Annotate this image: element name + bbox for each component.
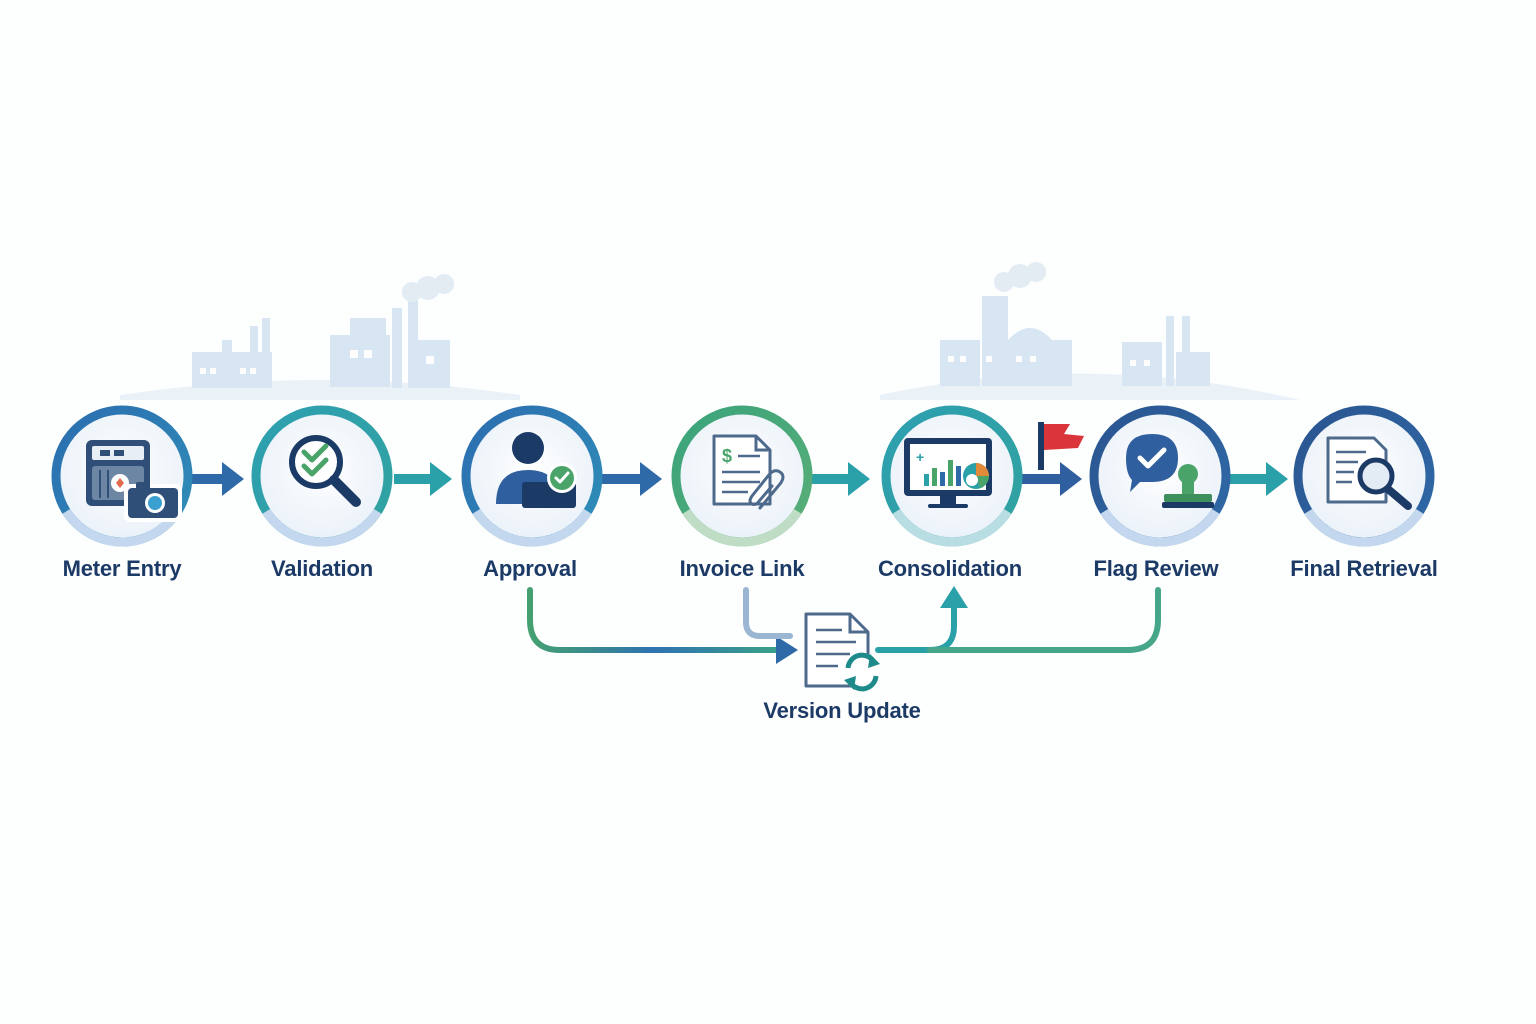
user-approve-icon bbox=[496, 432, 577, 508]
arrow-approval-to-invoice bbox=[602, 462, 662, 496]
step-nodes bbox=[51, 405, 1435, 547]
step-node-ring-lower-arc bbox=[262, 508, 382, 547]
branch-to-consolidation bbox=[875, 603, 957, 653]
step-label-validation: Validation bbox=[271, 556, 373, 581]
arrow-consolidation-to-flag bbox=[1020, 462, 1082, 496]
red-flag-icon bbox=[1038, 422, 1084, 470]
branch-arrowhead-to-version bbox=[776, 636, 798, 664]
step-node-ring-lower-arc bbox=[892, 508, 1012, 547]
document-search-icon bbox=[1326, 436, 1412, 510]
step-label-invoice-link: Invoice Link bbox=[679, 556, 805, 581]
branch-label-version-update: Version Update bbox=[763, 698, 921, 723]
document-sync-icon bbox=[804, 612, 880, 692]
svg-text:$: $ bbox=[722, 446, 732, 466]
arrow-meter-to-validation bbox=[186, 462, 244, 496]
step-label-approval: Approval bbox=[483, 556, 577, 581]
step-label-flag-review: Flag Review bbox=[1093, 556, 1219, 581]
branch-from-flag-review bbox=[927, 587, 1161, 653]
dashboard-monitor-icon: + bbox=[904, 438, 992, 508]
arrow-validation-to-approval bbox=[394, 462, 452, 496]
step-label-consolidation: Consolidation bbox=[877, 556, 1023, 581]
step-node-ring-lower-arc bbox=[1304, 508, 1424, 547]
branch-connectors bbox=[527, 586, 1161, 664]
step-node-ring-lower-arc bbox=[472, 508, 592, 547]
chat-stamp-icon bbox=[1126, 434, 1214, 508]
step-label-meter-entry: Meter Entry bbox=[62, 556, 182, 581]
invoice-paperclip-icon: $ bbox=[712, 434, 785, 510]
branch-arrowhead-to-consolidation bbox=[940, 586, 968, 608]
factory-skyline-right bbox=[880, 262, 1300, 400]
meter-camera-icon bbox=[86, 440, 182, 522]
flow-arrows bbox=[186, 462, 1288, 496]
magnifier-check-icon bbox=[289, 435, 361, 507]
branch-from-invoice bbox=[743, 587, 793, 639]
step-node-ring-lower-arc bbox=[682, 508, 802, 547]
arrow-invoice-to-consolidation bbox=[810, 462, 870, 496]
branch-from-approval bbox=[527, 587, 781, 653]
factory-skyline-left bbox=[120, 274, 520, 400]
step-node-ring-lower-arc bbox=[62, 508, 182, 547]
step-label-final-retrieval: Final Retrieval bbox=[1290, 556, 1438, 581]
step-node-ring-lower-arc bbox=[1100, 508, 1220, 547]
arrow-flag-to-final bbox=[1226, 462, 1288, 496]
svg-text:+: + bbox=[916, 449, 924, 465]
